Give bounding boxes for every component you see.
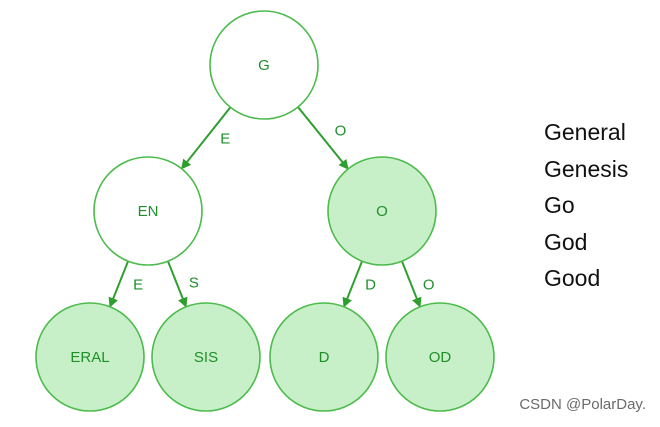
node-label: OD — [429, 349, 452, 366]
node-label: G — [258, 57, 270, 74]
watermark: CSDN @PolarDay. — [519, 396, 646, 413]
word-item: Go — [544, 192, 575, 218]
node-circle — [151, 302, 261, 412]
node-label: O — [376, 203, 388, 220]
node-d: D — [269, 302, 379, 412]
node-label: D — [319, 349, 330, 366]
word-item: Genesis — [544, 155, 629, 182]
edge-label: E — [220, 131, 230, 148]
node-circle — [327, 156, 437, 266]
edge-o-d — [342, 260, 363, 308]
edge-label: D — [365, 277, 376, 294]
word-item: God — [544, 228, 588, 255]
edges: E O E S D O — [108, 106, 435, 308]
word-item: Good — [544, 265, 601, 291]
edge-label: O — [423, 277, 435, 294]
node-label: ERAL — [70, 349, 109, 366]
node-circle — [385, 302, 495, 412]
node-od: OD — [385, 302, 495, 412]
word-item: General — [544, 119, 626, 145]
node-root: G — [209, 10, 319, 120]
edge-label: S — [189, 275, 199, 292]
node-o: O — [327, 156, 437, 266]
node-circle — [269, 302, 379, 412]
edge-en-sis — [167, 260, 188, 308]
node-label: EN — [138, 203, 159, 220]
edge-en-eral — [108, 260, 129, 308]
node-circle — [209, 10, 319, 120]
node-eral: ERAL — [35, 302, 145, 412]
word-list: General Genesis Go God Good — [544, 114, 628, 297]
node-circle — [35, 302, 145, 412]
edge-label: O — [335, 123, 347, 140]
node-label: SIS — [194, 349, 218, 366]
edge-o-od — [401, 260, 422, 308]
edge-root-o — [297, 106, 349, 170]
node-circle — [93, 156, 203, 266]
edge-label: E — [133, 277, 143, 294]
node-sis: SIS — [151, 302, 261, 412]
node-en: EN — [93, 156, 203, 266]
edge-root-en — [180, 106, 232, 170]
